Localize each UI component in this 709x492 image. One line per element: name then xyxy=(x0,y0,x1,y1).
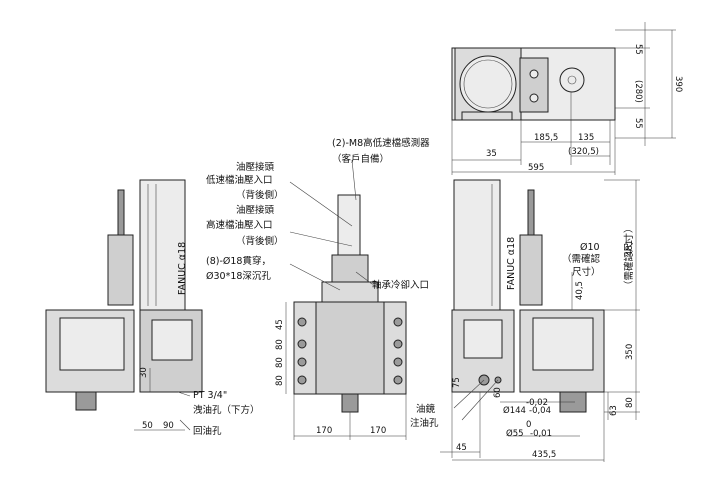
front-hole-l2 xyxy=(297,339,307,349)
dim-40-5: 40,5 xyxy=(575,281,585,300)
front-hole-r2 xyxy=(393,339,403,349)
top-view-base xyxy=(461,111,513,121)
front-view: 45 80 80 80 170 170 xyxy=(275,159,407,440)
oil-inlet-low-1: 油壓接頭 xyxy=(236,161,275,173)
dim-45-front: 45 xyxy=(275,319,285,330)
right-view-motor xyxy=(453,179,501,311)
right-view: FANUC α18 油鏡 注油孔 75 60 -0,02 Ø144 -0,04 … xyxy=(410,179,640,462)
oil-mirror-label: 油鏡 xyxy=(416,403,436,415)
right-view-cover xyxy=(463,319,503,359)
through-hole-2: Ø30*18深沉孔 xyxy=(206,271,271,282)
dim-75: 75 xyxy=(452,377,462,388)
through-hole-1: (8)-Ø18貫穿， xyxy=(206,255,271,267)
front-view-spindle xyxy=(341,393,359,413)
dim-80-a: 80 xyxy=(275,339,285,350)
right-view-valve-rod xyxy=(527,189,535,236)
dim-350: 350 xyxy=(625,344,635,360)
front-hole-l4 xyxy=(297,375,307,385)
front-view-sensor-block xyxy=(331,254,369,286)
dim-481: 481 xyxy=(625,240,635,256)
tol-144-lo: -0,04 xyxy=(529,406,551,416)
top-view-motor-inner xyxy=(463,59,513,109)
dim-80-right: 80 xyxy=(625,397,635,408)
front-view-sensor-post xyxy=(337,194,361,256)
left-view: FANUC α18 30 50 90 PT 3/4" 洩油孔（下方） 回油孔 xyxy=(45,179,260,437)
drain-label: 洩油孔（下方） xyxy=(193,404,260,416)
return-oil-label: 回油孔 xyxy=(193,425,222,437)
dim-170-right: 170 xyxy=(370,426,386,436)
dim-55-top: 55 xyxy=(633,44,643,55)
oil-inlet-high-3: （背後側） xyxy=(236,235,284,247)
top-view-spindle-center xyxy=(567,75,577,85)
phi10-label-1: Ø10 xyxy=(580,242,600,253)
right-view-motor-label: FANUC α18 xyxy=(506,237,517,290)
dim-80-c: 80 xyxy=(275,375,285,386)
dim-320-5: (320,5) xyxy=(568,147,599,157)
left-view-panel xyxy=(59,317,125,371)
front-hole-r1 xyxy=(393,317,403,327)
dim-435-5: 435,5 xyxy=(532,450,556,460)
oil-inlet-high-2: 高速檔油壓入口 xyxy=(206,219,273,231)
dim-35: 35 xyxy=(486,149,497,159)
phi10-label-2: （需確認 xyxy=(562,253,601,265)
right-view-valve xyxy=(519,234,543,306)
dim-135: 135 xyxy=(578,133,594,143)
right-view-panel xyxy=(532,317,594,371)
dim-90: 90 xyxy=(163,421,174,431)
dim-80-b: 80 xyxy=(275,357,285,368)
dim-280: (280) xyxy=(633,80,643,103)
sensor-label-2: （客戶自備） xyxy=(332,153,389,165)
confirm-size-label: （需確認尺寸） xyxy=(623,223,635,290)
top-view-hole-2 xyxy=(529,93,539,103)
sensor-label-1: (2)-M8高低速檔感測器 xyxy=(332,137,430,149)
dim-63: 63 xyxy=(609,405,619,416)
top-view-spindle xyxy=(559,67,585,93)
dim-595: 595 xyxy=(528,163,544,173)
dim-55: Ø55 xyxy=(506,428,524,439)
pt-label: PT 3/4" xyxy=(193,390,227,401)
top-view: 55 (280) 390 55 185,5 135 (320,5) 35 595 xyxy=(451,22,683,175)
dim-55-bottom: 55 xyxy=(633,118,643,129)
bearing-cooling-label: 軸承冷卻入口 xyxy=(372,279,429,291)
top-view-gear-block xyxy=(519,57,549,113)
left-view-motor xyxy=(139,179,186,311)
oil-fill-label: 注油孔 xyxy=(410,417,439,429)
front-view-center-body xyxy=(315,301,385,395)
dim-390: 390 xyxy=(673,76,683,92)
oil-inlet-high-1: 油壓接頭 xyxy=(236,204,275,216)
top-view-motor-circle xyxy=(459,55,517,113)
tol-55-up: 0 xyxy=(526,420,531,430)
front-hole-r4 xyxy=(393,375,403,385)
dim-185-5: 185,5 xyxy=(534,133,558,143)
front-hole-l1 xyxy=(297,317,307,327)
dim-30: 30 xyxy=(139,367,149,378)
dim-144: Ø144 xyxy=(503,405,526,416)
oil-inlet-low-2: 低速檔油壓入口 xyxy=(206,174,273,186)
dim-60: 60 xyxy=(493,387,503,398)
dim-170-left: 170 xyxy=(316,426,332,436)
top-view-hole-1 xyxy=(529,69,539,79)
phi10-label-3: 尺寸） xyxy=(572,266,601,278)
left-view-spindle xyxy=(75,391,97,411)
front-hole-l3 xyxy=(297,357,307,367)
oil-inlet-low-3: （背後側） xyxy=(236,189,284,201)
tol-55-lo: -0,01 xyxy=(530,429,552,439)
tol-144-up: -0,02 xyxy=(526,398,548,408)
left-view-motor-label: FANUC α18 xyxy=(177,242,188,295)
left-view-valve-rod xyxy=(117,189,125,236)
dim-45-bottom: 45 xyxy=(456,443,467,453)
left-view-cover xyxy=(151,319,193,361)
left-view-valve xyxy=(107,234,134,306)
front-hole-r3 xyxy=(393,357,403,367)
dim-50: 50 xyxy=(142,421,153,431)
